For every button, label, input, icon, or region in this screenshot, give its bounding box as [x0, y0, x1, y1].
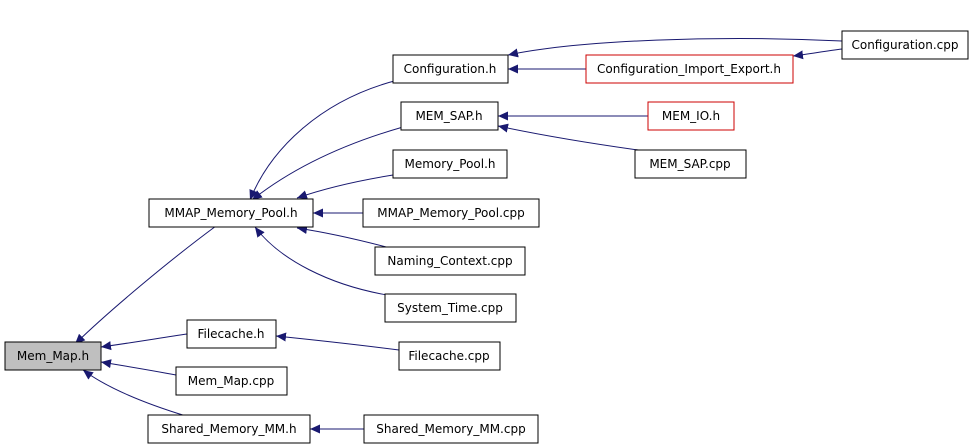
- node-label: Filecache.cpp: [408, 349, 489, 363]
- edge-configuration-cpp-to-configuration-import-export-h: [792, 48, 843, 60]
- node-memory-pool-h[interactable]: Memory_Pool.h: [392, 149, 508, 179]
- node-label: Shared_Memory_MM.cpp: [376, 422, 525, 436]
- node-label: Naming_Context.cpp: [387, 254, 512, 268]
- edge-configuration-cpp-to-configuration-h: [507, 38, 843, 58]
- edge-system-time-cpp-to-mmap-memory-pool-h: [254, 226, 388, 296]
- edge-filecache-h-to-mem-map-h: [100, 333, 188, 351]
- edge-filecache-cpp-to-filecache-h: [275, 332, 400, 351]
- node-label: MEM_SAP.cpp: [649, 157, 730, 171]
- node-naming-context-cpp[interactable]: Naming_Context.cpp: [374, 246, 526, 276]
- node-label: Configuration.cpp: [851, 38, 958, 52]
- edge-memory-pool-h-to-mmap-memory-pool-h: [296, 174, 394, 199]
- node-system-time-cpp[interactable]: System_Time.cpp: [384, 293, 517, 323]
- edge-mem-map-cpp-to-mem-map-h: [100, 359, 177, 376]
- node-label: MEM_IO.h: [662, 109, 720, 123]
- edge-mem-sap-cpp-to-mem-sap-h: [497, 123, 661, 154]
- node-shared-memory-mm-h[interactable]: Shared_Memory_MM.h: [147, 414, 311, 444]
- node-label: Mem_Map.cpp: [188, 374, 274, 388]
- node-label: Shared_Memory_MM.h: [161, 422, 296, 436]
- node-label: Memory_Pool.h: [404, 157, 495, 171]
- edge-configuration-h-to-mmap-memory-pool-h: [249, 79, 399, 201]
- node-label: Mem_Map.h: [17, 349, 89, 363]
- node-mem-map-cpp[interactable]: Mem_Map.cpp: [175, 366, 288, 396]
- node-filecache-cpp[interactable]: Filecache.cpp: [398, 341, 501, 371]
- edge-mem-sap-h-to-mmap-memory-pool-h: [251, 126, 404, 201]
- node-label: System_Time.cpp: [397, 301, 503, 315]
- node-label: Configuration_Import_Export.h: [597, 62, 781, 76]
- node-label: Filecache.h: [197, 327, 264, 341]
- edge-mmap-memory-pool-h-to-mem-map-h: [74, 225, 217, 345]
- edge-shared-memory-mm-h-to-mem-map-h: [82, 369, 187, 417]
- node-label: MMAP_Memory_Pool.h: [164, 206, 297, 220]
- node-mem-sap-cpp[interactable]: MEM_SAP.cpp: [634, 149, 747, 179]
- node-label: MMAP_Memory_Pool.cpp: [377, 206, 524, 220]
- node-shared-memory-mm-cpp[interactable]: Shared_Memory_MM.cpp: [363, 414, 539, 444]
- node-mem-io-h[interactable]: MEM_IO.h: [647, 101, 735, 131]
- node-mmap-memory-pool-cpp[interactable]: MMAP_Memory_Pool.cpp: [362, 198, 540, 228]
- node-configuration-cpp[interactable]: Configuration.cpp: [841, 30, 969, 60]
- node-configuration-h[interactable]: Configuration.h: [392, 54, 509, 84]
- node-filecache-h[interactable]: Filecache.h: [186, 319, 277, 349]
- node-mem-map-h[interactable]: Mem_Map.h: [4, 341, 102, 371]
- node-configuration-import-export-h[interactable]: Configuration_Import_Export.h: [585, 54, 794, 84]
- node-mem-sap-h[interactable]: MEM_SAP.h: [400, 101, 499, 131]
- nodes: Mem_Map.h MMAP_Memory_Pool.h Filecache.h…: [4, 30, 969, 444]
- node-mmap-memory-pool-h[interactable]: MMAP_Memory_Pool.h: [148, 198, 314, 228]
- edges: [74, 38, 843, 434]
- edge-naming-context-cpp-to-mmap-memory-pool-h: [296, 225, 391, 249]
- node-label: Configuration.h: [404, 62, 497, 76]
- node-label: MEM_SAP.h: [415, 109, 482, 123]
